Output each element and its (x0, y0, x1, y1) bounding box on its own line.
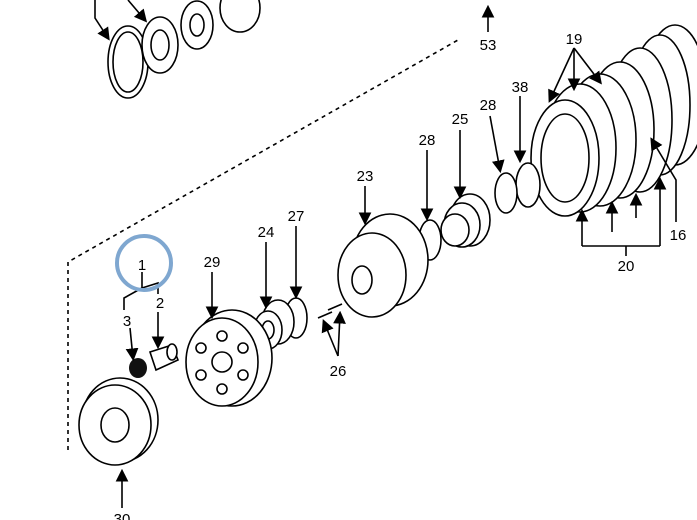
highlight-circle (115, 234, 173, 292)
callout-53: 53 (480, 37, 497, 54)
callout-28-lower: 28 (419, 132, 436, 149)
callout-30: 30 (114, 511, 131, 520)
roller-3 (129, 358, 147, 378)
callout-27: 27 (288, 208, 305, 225)
callout-1: 1 (138, 257, 146, 274)
callout-2: 2 (156, 295, 164, 312)
callout-20: 20 (618, 258, 635, 275)
clutch-pack (530, 24, 697, 217)
plate-29 (185, 309, 273, 407)
callout-26: 26 (330, 363, 347, 380)
spring-25 (440, 193, 491, 248)
callout-25: 25 (452, 111, 469, 128)
upper-parts (94, 0, 261, 99)
pins-26 (317, 303, 343, 319)
leader-lines (115, 4, 677, 508)
ring-38 (515, 162, 541, 208)
callout-24: 24 (258, 224, 275, 241)
callout-29: 29 (204, 254, 221, 271)
washer-30 (78, 377, 159, 466)
callout-16: 16 (670, 227, 687, 244)
callout-28-upper: 28 (480, 97, 497, 114)
pin-2 (148, 343, 180, 372)
callout-23: 23 (357, 168, 374, 185)
assembly-boundary (67, 39, 459, 450)
carrier-23 (337, 213, 429, 318)
ring-28-upper (494, 172, 518, 214)
callout-38: 38 (512, 79, 529, 96)
callout-19: 19 (566, 31, 583, 48)
callout-3: 3 (123, 313, 131, 330)
